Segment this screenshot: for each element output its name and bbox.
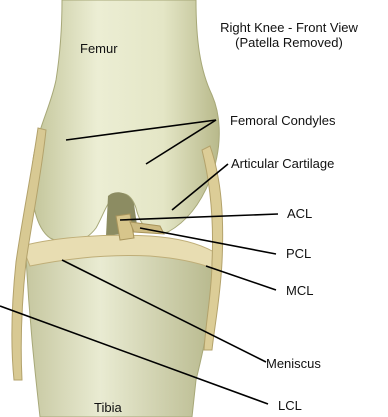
tibia-shape [26,249,212,417]
label-articular-cartilage: Articular Cartilage [231,156,334,171]
label-pcl: PCL [286,246,311,261]
label-meniscus: Meniscus [266,356,321,371]
title-line-2: (Patella Removed) [189,35,388,50]
diagram-title: Right Knee - Front View (Patella Removed… [189,20,388,50]
label-acl: ACL [287,206,312,221]
label-femur: Femur [80,41,118,56]
title-line-1: Right Knee - Front View [189,20,388,35]
label-femoral-condyles: Femoral Condyles [230,113,336,128]
label-lcl: LCL [278,398,302,413]
label-tibia: Tibia [94,400,122,415]
label-mcl: MCL [286,283,313,298]
